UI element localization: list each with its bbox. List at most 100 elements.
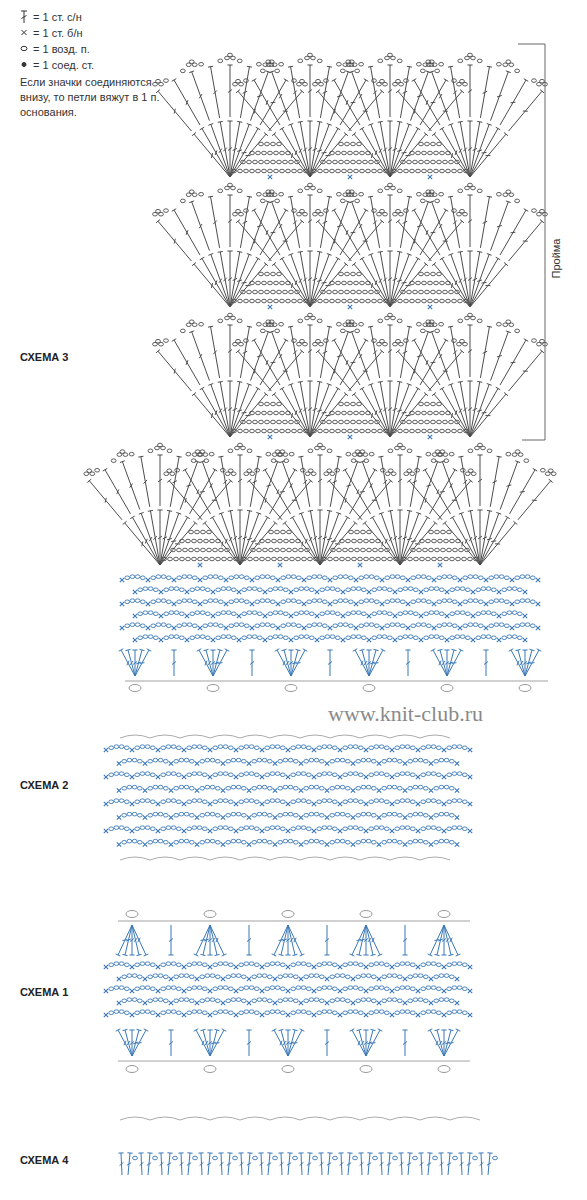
stitch-symbol	[490, 456, 501, 507]
stitch-symbol	[372, 429, 377, 433]
stitch-symbol	[440, 299, 445, 303]
stitch-symbol	[339, 160, 344, 164]
stitch-symbol	[265, 800, 270, 804]
stitch-symbol	[237, 614, 241, 618]
stitch-symbol	[307, 576, 312, 580]
stitch-symbol	[244, 79, 249, 83]
stitch-symbol	[446, 299, 451, 303]
stitch-symbol	[280, 169, 285, 173]
stitch-symbol	[317, 773, 322, 777]
stitch-symbol	[117, 788, 121, 792]
stitch-symbol	[343, 575, 348, 579]
stitch-symbol	[458, 169, 463, 173]
stitch-symbol	[399, 82, 404, 86]
stitch-symbol	[320, 326, 332, 378]
stitch-symbol	[458, 121, 470, 177]
stitch-symbol	[310, 262, 348, 307]
stitch-symbol	[320, 516, 350, 565]
stitch-symbol	[422, 429, 427, 433]
stitch-symbol	[259, 402, 264, 406]
stitch-symbol	[307, 65, 312, 117]
stitch-symbol	[434, 587, 439, 591]
stitch-symbol	[242, 612, 247, 616]
stitch-symbol	[353, 649, 369, 676]
stitch-symbol	[176, 746, 181, 750]
stitch-symbol	[455, 635, 460, 639]
stitch-symbol	[336, 192, 341, 196]
stitch-symbol	[237, 638, 241, 642]
stitch-symbol	[348, 624, 353, 628]
stitch-symbol	[391, 186, 396, 190]
stitch-symbol	[450, 557, 455, 561]
stitch-symbol	[382, 611, 387, 615]
stitch-symbol	[339, 402, 344, 406]
stitch-symbol	[114, 799, 119, 803]
stitch-symbol	[280, 461, 300, 510]
stitch-symbol	[452, 600, 457, 604]
stitch-symbol	[234, 775, 238, 779]
stitch-symbol	[273, 611, 278, 615]
stitch-symbol	[452, 429, 457, 433]
stitch-symbol	[167, 479, 202, 520]
stitch-symbol	[346, 612, 351, 616]
stitch-symbol	[312, 775, 316, 779]
stitch-symbol	[274, 169, 279, 173]
stitch-symbol	[338, 599, 343, 603]
stitch-symbol	[164, 209, 169, 213]
stitch-symbol	[150, 773, 155, 777]
stitch-symbol	[468, 748, 472, 752]
stitch-symbol	[247, 479, 282, 520]
stitch-symbol	[392, 758, 397, 762]
stitch-symbol	[437, 576, 442, 580]
stitch-symbol	[254, 746, 259, 750]
stitch-symbol	[228, 510, 240, 565]
stitch-symbol	[274, 281, 279, 285]
stitch-symbol	[349, 201, 369, 251]
stitch-symbol	[249, 745, 254, 749]
stitch-symbol	[311, 186, 316, 190]
stitch-symbol	[208, 802, 212, 806]
stitch-symbol	[384, 800, 389, 804]
stitch-symbol	[405, 650, 410, 676]
stitch-symbol	[470, 253, 492, 307]
stitch-symbol	[240, 516, 270, 565]
stitch-symbol	[230, 383, 252, 437]
stitch-symbol	[426, 745, 431, 749]
stitch-symbol	[148, 449, 153, 453]
stitch-symbol	[240, 512, 261, 565]
stitch-symbol	[428, 175, 432, 179]
stitch-symbol	[312, 169, 317, 173]
stitch-symbol	[481, 587, 486, 591]
stitch-symbol	[372, 612, 377, 616]
stitch-symbol	[265, 142, 270, 146]
stitch-symbol	[195, 530, 200, 534]
stitch-symbol	[342, 429, 347, 433]
stitch-symbol	[203, 453, 208, 457]
stitch-symbol	[512, 611, 517, 615]
stitch-symbol	[135, 623, 140, 627]
stitch-symbol	[439, 612, 444, 616]
stitch-symbol	[205, 785, 210, 789]
stitch-symbol	[338, 623, 343, 627]
stitch-symbol	[500, 339, 528, 385]
stitch-symbol	[317, 319, 322, 323]
stitch-symbol	[382, 557, 387, 561]
stitch-symbol	[123, 453, 128, 457]
stitch-symbol	[257, 636, 262, 640]
stitch-symbol	[387, 588, 392, 592]
stitch-symbol	[431, 160, 436, 164]
stitch-symbol	[378, 169, 383, 173]
stitch-symbol	[416, 62, 421, 66]
stitch-symbol	[460, 611, 465, 615]
stitch-symbol	[385, 576, 390, 580]
stitch-symbol	[327, 772, 332, 776]
stitch-symbol	[423, 548, 428, 552]
stitch-symbol	[496, 192, 501, 196]
stitch-symbol	[307, 325, 312, 377]
stitch-symbol	[213, 575, 218, 579]
stitch-symbol	[321, 160, 326, 164]
stitch-symbol	[200, 587, 205, 591]
stitch-symbol	[205, 758, 210, 762]
stitch-symbol	[145, 745, 150, 749]
stitch-symbol	[260, 539, 265, 543]
